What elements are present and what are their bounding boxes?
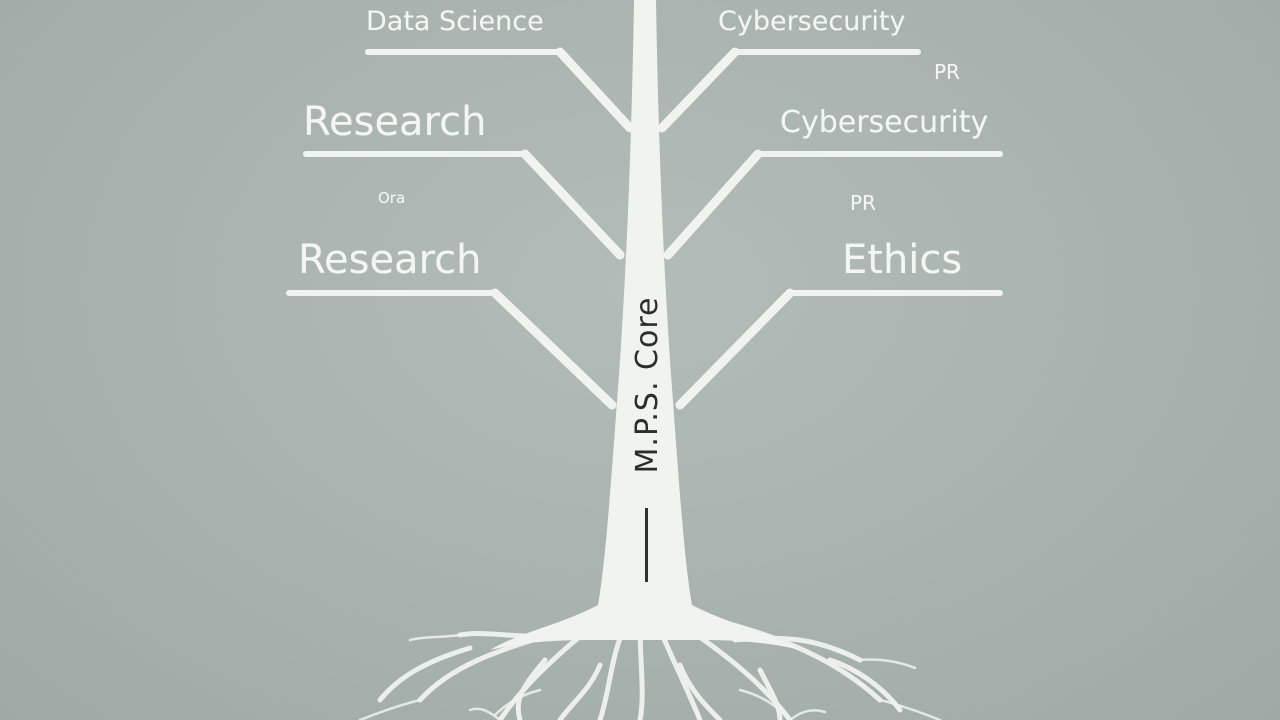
label-data-science: Data Science [366,6,544,37]
label-cybersecurity-top: Cybersecurity [718,6,906,37]
roots-fine [358,633,942,720]
label-ora: Ora [378,189,406,207]
label-pr-top: PR [934,60,960,84]
trunk-label: M.P.S. Core [630,296,665,474]
label-research-bottom: Research [298,237,482,283]
label-cybersecurity-middle: Cybersecurity [780,105,989,140]
trunk [490,0,800,650]
trunk-dash-mark [645,508,648,582]
label-ethics: Ethics [842,237,963,283]
label-pr-middle: PR [850,191,876,215]
branch-diagonals [490,47,795,410]
branch-lines [286,49,1003,296]
label-research-top: Research [303,99,487,145]
